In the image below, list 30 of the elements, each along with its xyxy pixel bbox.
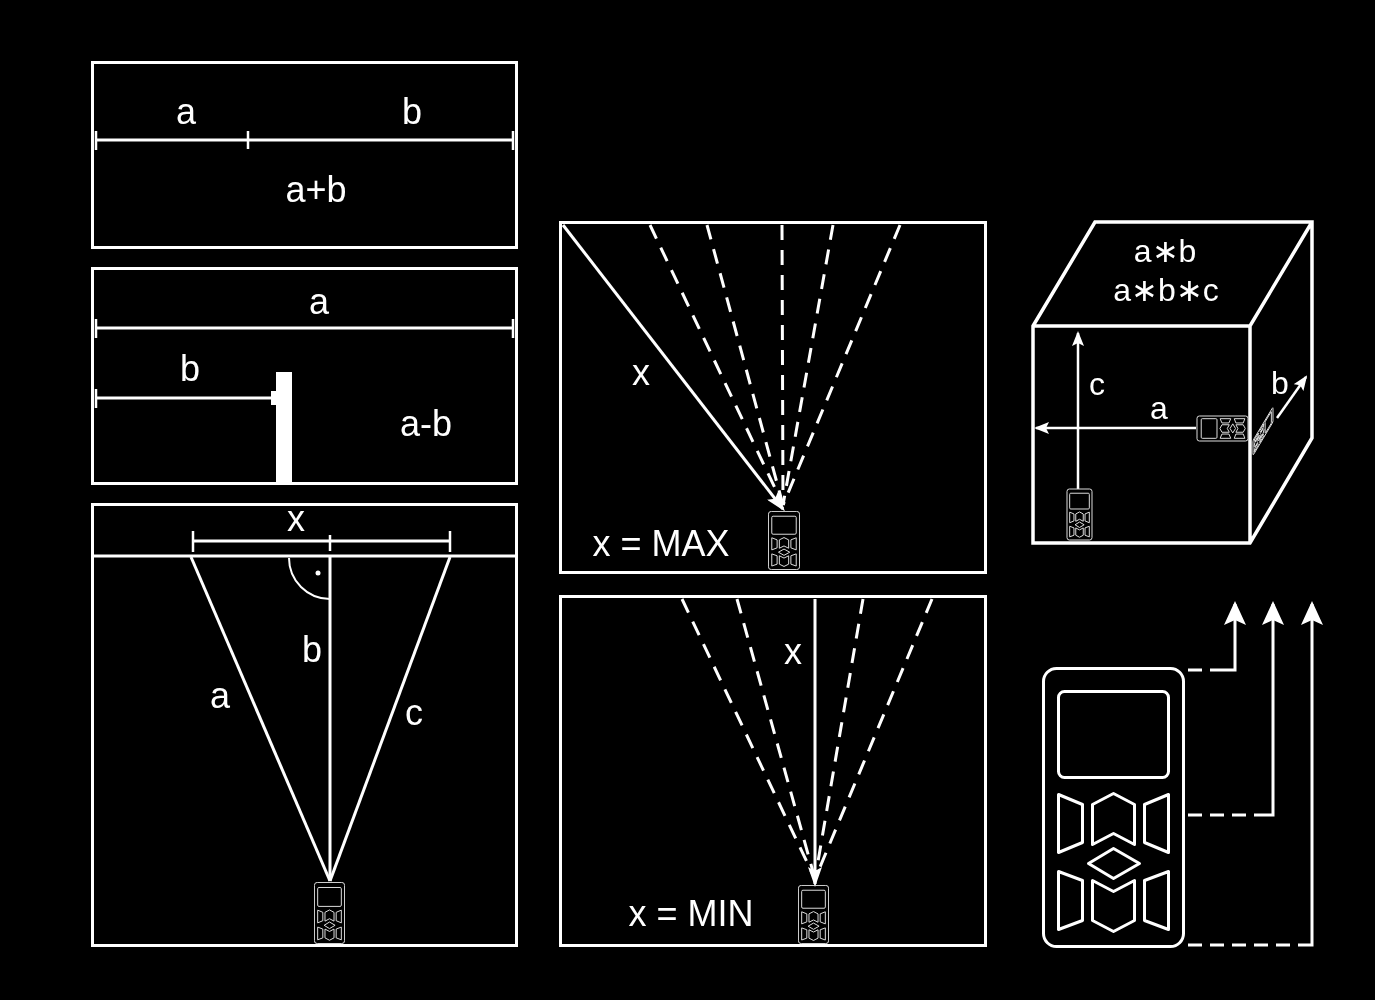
dimension-label: c [405,698,423,728]
handheld-device-drawing [1042,667,1185,948]
formula-label: a+b [285,175,347,205]
dimension-label: x [784,637,802,667]
diagram-panel [91,503,518,947]
dimension-label: c [1089,371,1105,397]
formula-label: a∗b∗c [1113,277,1219,303]
dimension-label: a [1150,395,1168,421]
formula-label: a-b [400,409,452,439]
dimension-label: b [180,354,200,384]
dimension-label: a [210,681,230,711]
dimension-label: b [402,97,422,127]
arrow [1185,601,1246,672]
diagram-panel [559,221,987,574]
diagram-panel [559,595,987,947]
diagram-panel [91,267,518,485]
diagram-panel [91,61,518,249]
cube-outline [1031,220,1315,545]
wall-bar [276,372,292,482]
formula-label: a∗b [1133,238,1197,264]
arrow [1185,601,1284,817]
dimension-label: b [302,635,322,665]
dimension-label: a [176,97,196,127]
formula-label: x = MAX [592,529,730,559]
dimension-label: b [1271,370,1289,396]
arrow [1185,601,1323,947]
dimension-label: x [287,504,305,534]
formula-label: x = MIN [628,899,754,929]
dimension-label: x [632,358,650,388]
dimension-label: a [309,287,329,317]
